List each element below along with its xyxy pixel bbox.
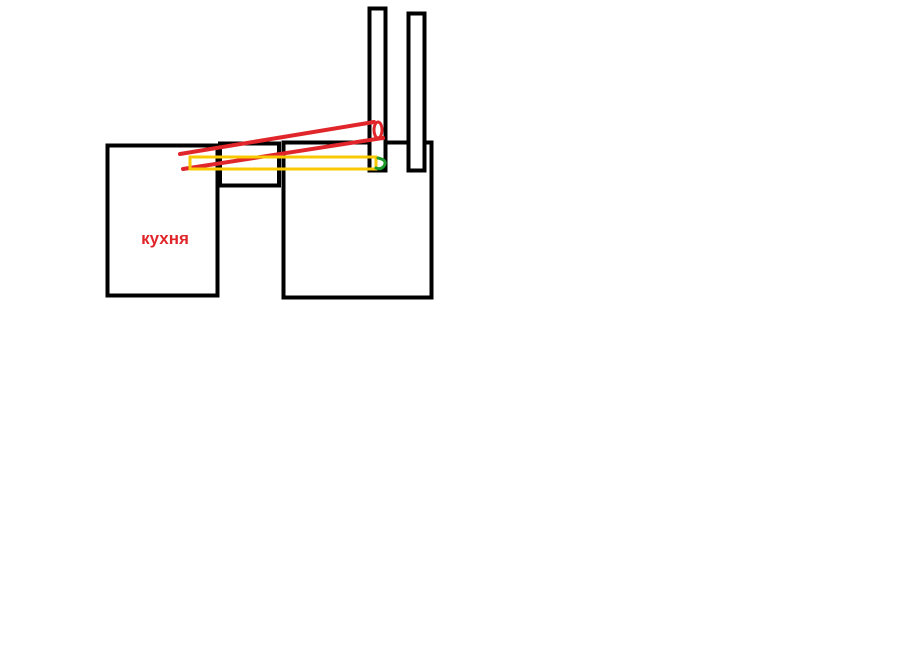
red-duct-lower-line — [181, 136, 385, 171]
red-duct-upper-line — [178, 120, 376, 156]
red-duct-outlet — [372, 120, 384, 140]
vertical-pipe-right — [406, 11, 427, 173]
green-connection-mark — [374, 156, 387, 171]
yellow-duct — [188, 155, 378, 171]
kitchen-room — [105, 143, 220, 298]
vertical-pipe-left — [367, 6, 388, 173]
corridor — [218, 141, 281, 188]
kitchen-label: кухня — [141, 229, 189, 248]
